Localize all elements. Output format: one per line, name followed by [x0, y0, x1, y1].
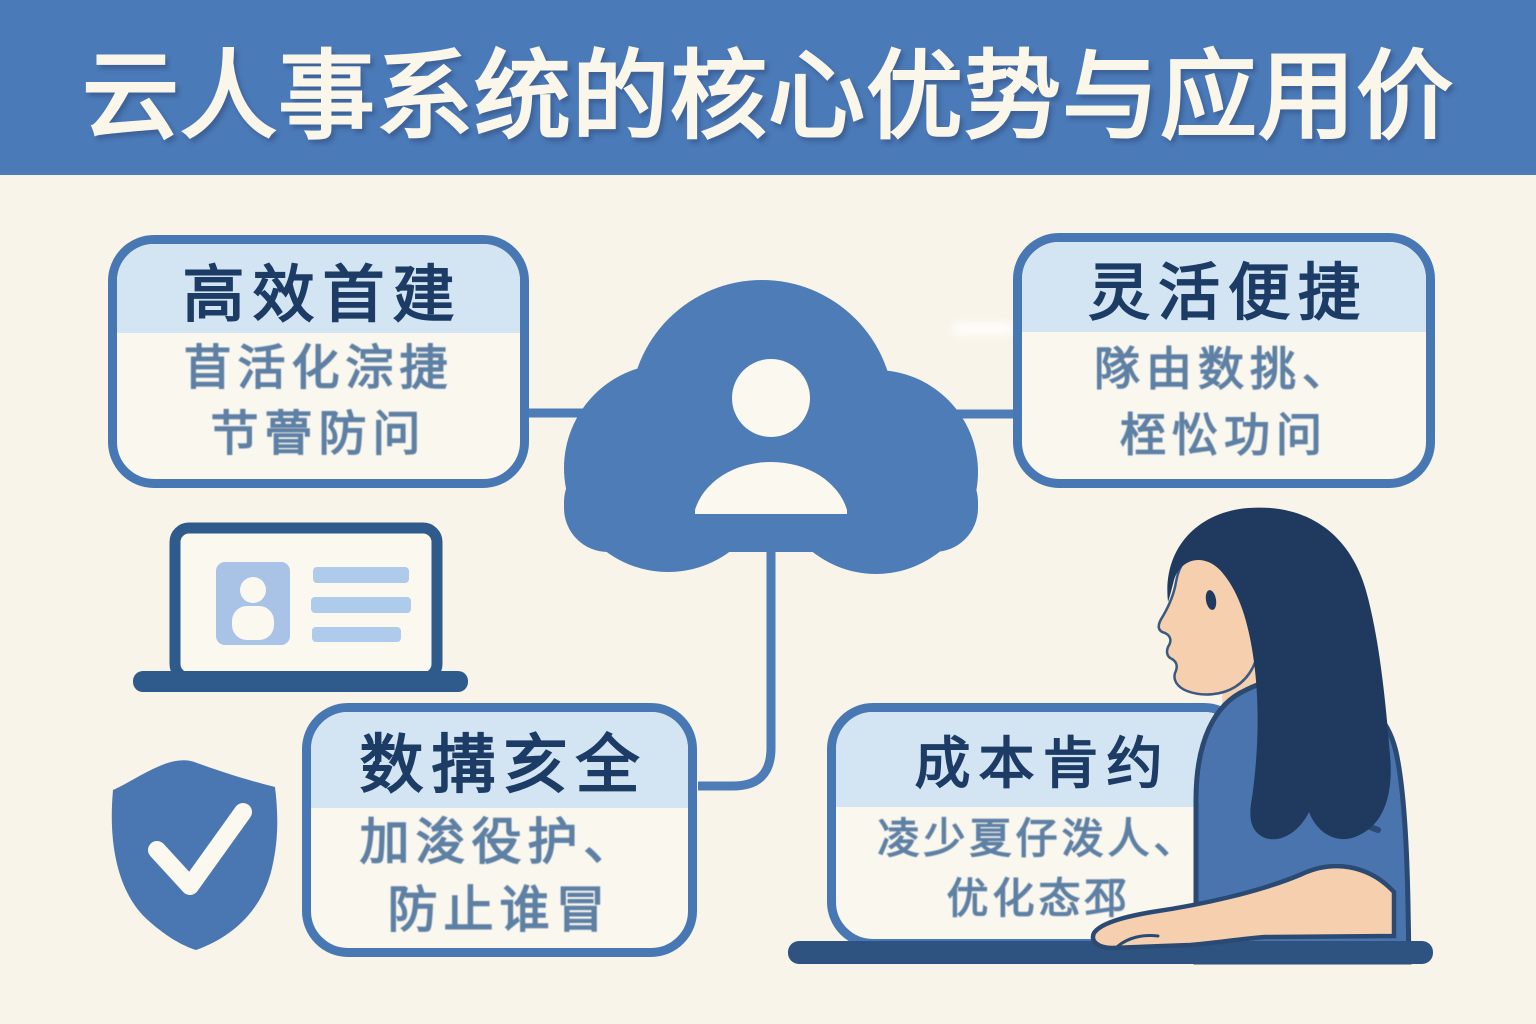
box-title: 成本肯约: [914, 732, 1171, 795]
laptop-screen: [169, 522, 443, 684]
id-card: [216, 562, 290, 645]
box-line: 凌少夏仔泼人、: [877, 815, 1200, 862]
checkmark: [148, 803, 252, 895]
box-title: 灵活便捷: [1087, 259, 1368, 328]
title-banner: 云人事系统的核心优势与应用价: [0, 0, 1536, 175]
sleeve-line: [1279, 772, 1381, 833]
cloud-user-icon: [564, 280, 978, 574]
eye: [1205, 590, 1217, 610]
connector-bottom: [698, 540, 776, 791]
box-line: 隊由数挑、: [1094, 342, 1354, 395]
box-body: 凌少夏仔泼人、 优化态邳: [836, 807, 1241, 939]
user-shoulders: [695, 461, 847, 514]
box-body: 加浚役护、 防止谁冒: [311, 808, 688, 948]
feature-box-cost: 成本肯约 凌少夏仔泼人、 优化态邳: [827, 703, 1250, 948]
id-card-head: [240, 577, 266, 603]
box-header: 数搆亥全: [311, 712, 688, 808]
feature-box-security: 数搆亥全 加浚役护、 防止谁冒: [302, 703, 697, 957]
box-header: 高效首建: [117, 244, 520, 333]
user-head: [732, 359, 810, 437]
feature-box-flexible: 灵活便捷 隊由数挑、 桎忪功问: [1013, 233, 1435, 488]
id-card-body: [232, 606, 274, 640]
page-title: 云人事系统的核心优势与应用价: [82, 42, 1454, 151]
laptop-base: [133, 671, 468, 692]
box-line: 节瞢防问: [210, 408, 427, 461]
box-header: 灵活便捷: [1022, 242, 1426, 332]
box-header: 成本肯约: [836, 712, 1241, 807]
white-smudge: [952, 322, 1014, 336]
box-body: 苜活化淙捷 节瞢防问: [117, 333, 520, 479]
face: [1157, 533, 1262, 696]
box-line: 加浚役护、: [359, 814, 640, 870]
box-line: 苜活化淙捷: [183, 342, 454, 395]
box-title: 数搆亥全: [359, 729, 648, 801]
shield-check-icon: [111, 760, 278, 950]
laptop-illustration: [133, 522, 468, 692]
box-line: 防止谁冒: [387, 882, 612, 938]
box-line: 桎忪功问: [1120, 408, 1328, 461]
box-line: 优化态邳: [946, 875, 1131, 922]
text-bars: [311, 567, 411, 642]
feature-box-efficient: 高效首建 苜活化淙捷 节瞢防问: [108, 235, 529, 488]
box-title: 高效首建: [182, 260, 463, 330]
box-body: 隊由数挑、 桎忪功问: [1022, 332, 1426, 479]
